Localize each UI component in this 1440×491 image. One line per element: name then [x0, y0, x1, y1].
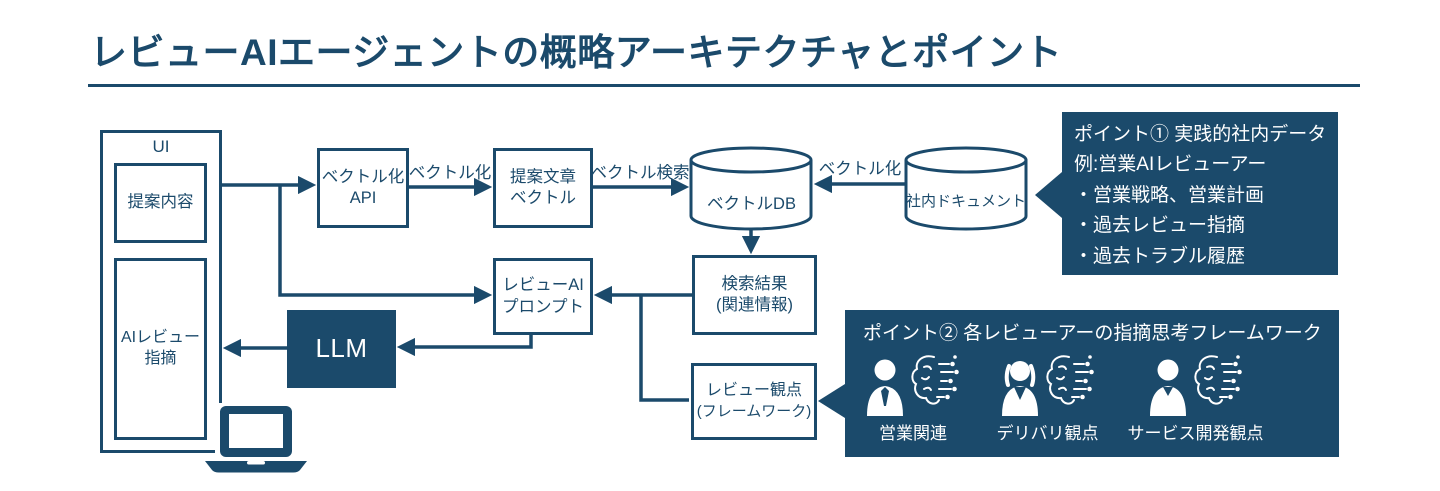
persona-sales-label: 営業関連 [879, 424, 947, 443]
ai-review-findings-box: AIレビュー 指摘 [114, 258, 207, 440]
point2-title: ポイント② 各レビューアーの指摘思考フレームワーク [863, 323, 1322, 344]
persona-delivery: デリバリ観点 [985, 352, 1110, 444]
edge-label-vectorize-left: ベクトル化 [408, 164, 492, 182]
line-review-viewpoint-junction [639, 295, 689, 402]
review-viewpoint-label-line2: (フレームワーク) [696, 403, 812, 421]
point2-callout: ポイント② 各レビューアーの指摘思考フレームワーク [845, 310, 1339, 457]
vectorize-api-label-line1: ベクトル化 [321, 167, 405, 186]
vector-db-cylinder-icon [688, 146, 815, 237]
review-ai-prompt-box: レビューAI プロンプト [493, 258, 593, 335]
internal-docs-label: 社内ドキュメント [905, 193, 1026, 210]
title-divider [88, 84, 1360, 87]
search-result-box: 検索結果 (関連情報) [692, 255, 817, 335]
arrow-review-prompt-to-llm [396, 335, 533, 357]
vectorize-api-label-line2: API [349, 189, 377, 207]
point1-title: ポイント① 実践的社内データ [1074, 124, 1327, 145]
point1-callout: ポイント① 実践的社内データ 例:営業AIレビューアー ・営業戦略、営業計画 ・… [1062, 112, 1338, 275]
search-result-label-line1: 検索結果 [721, 274, 788, 293]
llm-box: LLM [287, 310, 396, 388]
persona-sales: 営業関連 [853, 352, 973, 444]
review-ai-prompt-label-line2: プロンプト [501, 297, 584, 316]
search-result-label-line2: (関連情報) [716, 296, 793, 314]
llm-label: LLM [315, 333, 368, 364]
point1-bullet: ・過去トラブル履歴 [1074, 245, 1246, 267]
ui-panel-label: UI [152, 137, 170, 156]
persona-service-dev: サービス開発観点 [1113, 352, 1278, 444]
edge-label-vector-search: ベクトル検索 [590, 164, 690, 182]
female-reviewer-icon [1001, 361, 1038, 416]
vectorize-api-box: ベクトル化 API [317, 148, 409, 228]
proposal-content-box: 提案内容 [114, 163, 207, 243]
point2-callout-arrow [818, 384, 845, 418]
ai-review-findings-label-line1: AIレビュー [120, 329, 201, 347]
brain-circuit-icon [911, 355, 959, 405]
vector-db-label: ベクトルDB [707, 195, 796, 213]
persona-delivery-label: デリバリ観点 [996, 424, 1099, 443]
review-viewpoint-box: レビュー観点 (フレームワーク) [691, 363, 817, 440]
proposal-vector-box: 提案文章 ベクトル [493, 148, 593, 228]
point1-bullet: ・過去レビュー指摘 [1074, 215, 1246, 237]
point1-subtitle: 例:営業AIレビューアー [1074, 154, 1267, 176]
point1-bullet: ・営業戦略、営業計画 [1074, 184, 1265, 206]
brain-circuit-icon [1193, 355, 1242, 405]
laptop-icon [203, 403, 309, 480]
proposal-vector-label-line1: 提案文章 [510, 167, 576, 186]
edge-label-vectorize-right: ベクトル化 [818, 160, 902, 178]
internal-docs-cylinder-icon [903, 146, 1029, 237]
review-ai-prompt-label-line1: レビューAI [502, 276, 584, 295]
proposal-content-label: 提案内容 [127, 193, 194, 212]
review-viewpoint-label-line1: レビュー観点 [705, 382, 802, 400]
page-title: レビューAIエージェントの概略アーキテクチャとポイント [90, 32, 1063, 73]
brain-circuit-icon [1045, 355, 1094, 405]
proposal-vector-label-line2: ベクトル [510, 189, 576, 207]
point1-callout-arrow [1035, 172, 1062, 218]
persona-service-dev-label: サービス開発観点 [1127, 424, 1264, 443]
person-reviewer-icon [1149, 359, 1186, 416]
male-reviewer-icon [867, 359, 903, 416]
ai-review-findings-label-line2: 指摘 [144, 350, 177, 367]
